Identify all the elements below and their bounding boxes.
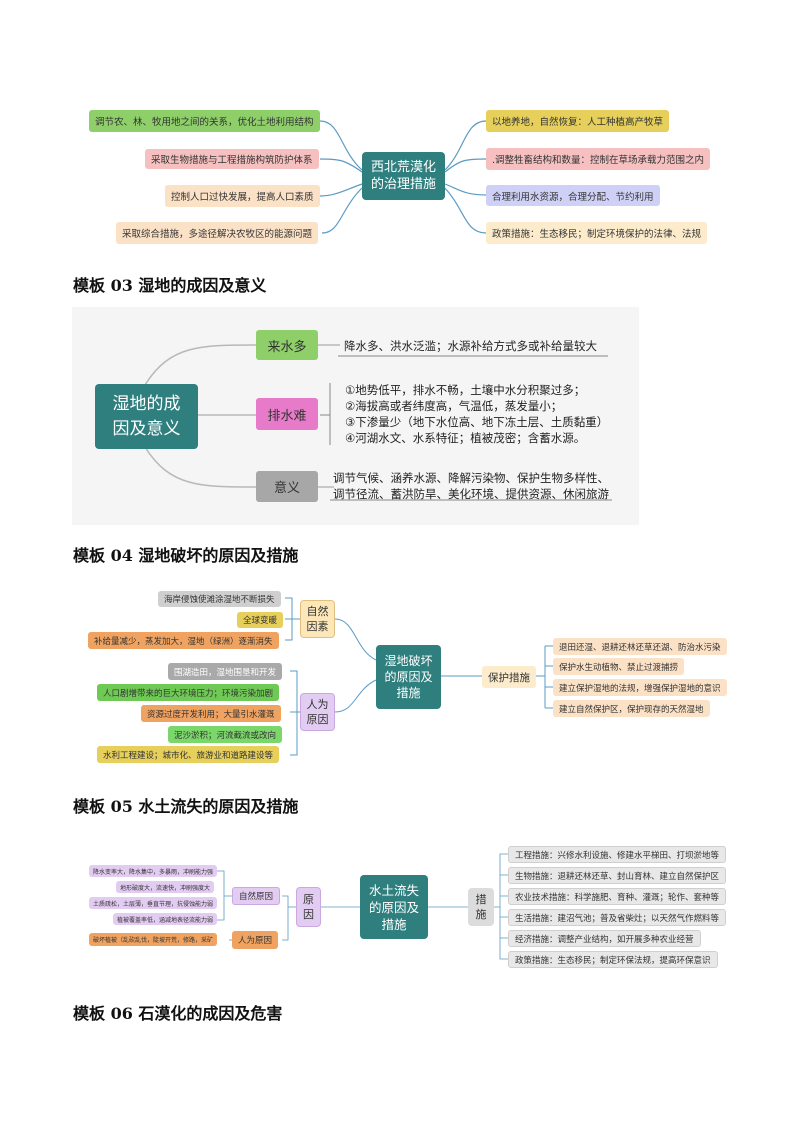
map3-center: 湿地破坏 的原因及 措施	[376, 645, 441, 709]
map1-right-item-4: 政策措施：生态移民；制定环境保护的法律、法规	[486, 222, 708, 244]
map2-branch-2-line: ④河湖水文、水系特征；植被茂密；含蓄水源。	[345, 431, 586, 445]
map4-measure-item-1: 工程措施：兴修水利设施、修建水平梯田、打坝淤地等	[508, 846, 727, 863]
map2-branch-2-line: ①地势低平，排水不畅，土壤中水分积聚过多；	[345, 383, 586, 397]
map2-branch-label-1: 来水多	[256, 330, 318, 360]
map3-protect-item-2: 保护水生动植物、禁止过渡捕捞	[553, 658, 685, 675]
map4-natural-item-4: 植被覆盖率低，涵减地表径流能力弱	[113, 913, 218, 925]
map4-measure-item-4: 生活措施：建沼气池；普及省柴灶；以天然气作燃料等	[508, 909, 727, 926]
map1-right-item-3: 合理利用水资源，合理分配、节约利用	[486, 185, 660, 206]
map3-protect-item-3: 建立保护湿地的法规，增强保护湿地的意识	[553, 679, 727, 696]
map2-branch-2-line: ③下渗量少（地下水位高、地下冻土层、土质黏重）	[345, 415, 609, 429]
map4-natural-label: 自然原因	[232, 887, 281, 905]
heading-template-03: 模板 03 湿地的成因及意义	[73, 276, 267, 295]
map2-branch-text-3: 调节气候、涵养水源、降解污染物、保护生物多样性、 调节径流、蓄洪防旱、美化环境、…	[333, 470, 609, 502]
map2-branch-3-line: 调节气候、涵养水源、降解污染物、保护生物多样性、	[333, 471, 609, 485]
map2-branch-text-2: ①地势低平，排水不畅，土壤中水分积聚过多； ②海拔高或者纬度高，气温低，蒸发量小…	[345, 382, 608, 446]
map3-human-item-4: 泥沙淤积；河流截流或改向	[168, 726, 283, 743]
map4-cause-label: 原 因	[296, 887, 321, 927]
map2-branch-label-2: 排水难	[256, 398, 318, 430]
map2-branch-label-3: 意义	[256, 471, 318, 502]
map3-human-item-5: 水利工程建设；城市化、旅游业和道路建设等	[97, 746, 280, 763]
map4-center: 水土流失 的原因及 措施	[360, 875, 428, 939]
heading-template-05: 模板 05 水土流失的原因及措施	[73, 797, 299, 816]
map3-natural-item-2: 全球变暖	[237, 612, 284, 628]
map1-right-item-1: 以地养地，自然恢复：人工种植高产牧草	[486, 110, 670, 132]
map1-left-item-2: 采取生物措施与工程措施构筑防护体系	[145, 149, 319, 169]
map2-branch-2-line: ②海拔高或者纬度高，气温低，蒸发量小；	[345, 399, 563, 413]
map3-natural-item-1: 海岸侵蚀使滩涂湿地不断损失	[158, 591, 281, 607]
map2-branch-3-line: 调节径流、蓄洪防旱、美化环境、提供资源、休闲旅游	[333, 487, 609, 501]
map3-human-label: 人为 原因	[300, 693, 335, 731]
map4-measure-item-6: 政策措施：生态移民；制定环保法规，提高环保意识	[508, 951, 718, 968]
map3-natural-item-3: 补给量减少，蒸发加大，湿地（绿洲）逐渐消失	[88, 632, 279, 649]
map4-measure-label: 措 施	[468, 888, 494, 926]
map2-branch-text-1: 降水多、洪水泛滥；水源补给方式多或补给量较大	[344, 339, 597, 353]
map4-natural-item-1: 降水变率大，降水集中，多暴雨，冲刷能力强	[89, 865, 218, 877]
map4-measure-item-3: 农业技术措施：科学施肥、育种、灌溉；轮作、套种等	[508, 888, 727, 905]
map1-left-item-1: 调节农、林、牧用地之间的关系，优化土地利用结构	[89, 110, 320, 132]
heading-template-04: 模板 04 湿地破坏的原因及措施	[73, 546, 299, 565]
map3-human-item-2: 人口剧增带来的巨大环境压力；环境污染加剧	[97, 684, 280, 701]
map3-protect-label: 保护措施	[482, 666, 536, 688]
map4-human-label: 人为原因	[232, 931, 279, 949]
map4-natural-item-2: 地形破度大，流速快，冲刷强度大	[116, 881, 215, 893]
map3-protect-item-4: 建立自然保护区，保护现存的天然湿地	[553, 700, 710, 717]
map3-protect-item-1: 退田还湿、退耕还林还草还湖、防治水污染	[553, 638, 727, 655]
map4-human-item-1: 破坏植被（乱砍乱伐，陡坡开荒，修路，采矿	[89, 933, 218, 946]
map4-measure-item-5: 经济措施：调整产业结构，如开展多种农业经营	[508, 930, 701, 947]
map3-human-item-1: 围湖造田，湿地围垦和开发	[168, 663, 283, 680]
map3-natural-label: 自然 因素	[300, 600, 335, 638]
map4-measure-item-2: 生物措施：退耕还林还草、封山育林、建立自然保护区	[508, 867, 727, 884]
map4-natural-item-3: 土质疏松，土层薄，垂直节理，抗侵蚀能力弱	[89, 897, 218, 909]
heading-template-06: 模板 06 石漠化的成因及危害	[73, 1004, 283, 1023]
map3-human-item-3: 资源过度开发利用；大量引水灌溉	[141, 705, 281, 722]
map2-center: 湿地的成 因及意义	[95, 384, 198, 449]
map1-right-item-2: .调整牲畜结构和数量：控制在草场承载力范围之内	[486, 148, 711, 170]
map1-left-item-4: 采取综合措施，多途径解决农牧区的能源问题	[116, 222, 319, 244]
map1-left-item-3: 控制人口过快发展，提高人口素质	[165, 185, 320, 207]
map1-center: 西北荒漠化 的治理措施	[362, 152, 445, 200]
